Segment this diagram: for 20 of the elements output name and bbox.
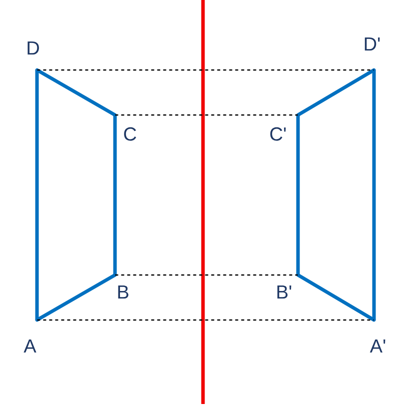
dashed-line — [115, 274, 298, 276]
trapezoid-side — [35, 68, 117, 117]
trapezoid-side — [296, 273, 376, 322]
vertex-label: C — [124, 127, 136, 141]
vertex-label: B — [118, 285, 128, 299]
trapezoid-side — [296, 113, 300, 277]
vertex-label: B' — [277, 285, 292, 299]
vertex-label: D — [28, 41, 39, 55]
trapezoid-side — [35, 273, 117, 322]
trapezoid-side — [296, 68, 376, 117]
vertex-label: D' — [364, 37, 380, 51]
vertex-label: A — [24, 339, 36, 353]
trapezoid-side — [35, 68, 39, 322]
vertex-label: A' — [370, 339, 386, 353]
dashed-line — [37, 319, 374, 321]
vertex-label: C' — [270, 127, 286, 141]
dashed-line — [115, 114, 298, 116]
dashed-line — [37, 69, 374, 71]
trapezoid-side — [372, 68, 376, 322]
trapezoid-side — [113, 113, 117, 277]
